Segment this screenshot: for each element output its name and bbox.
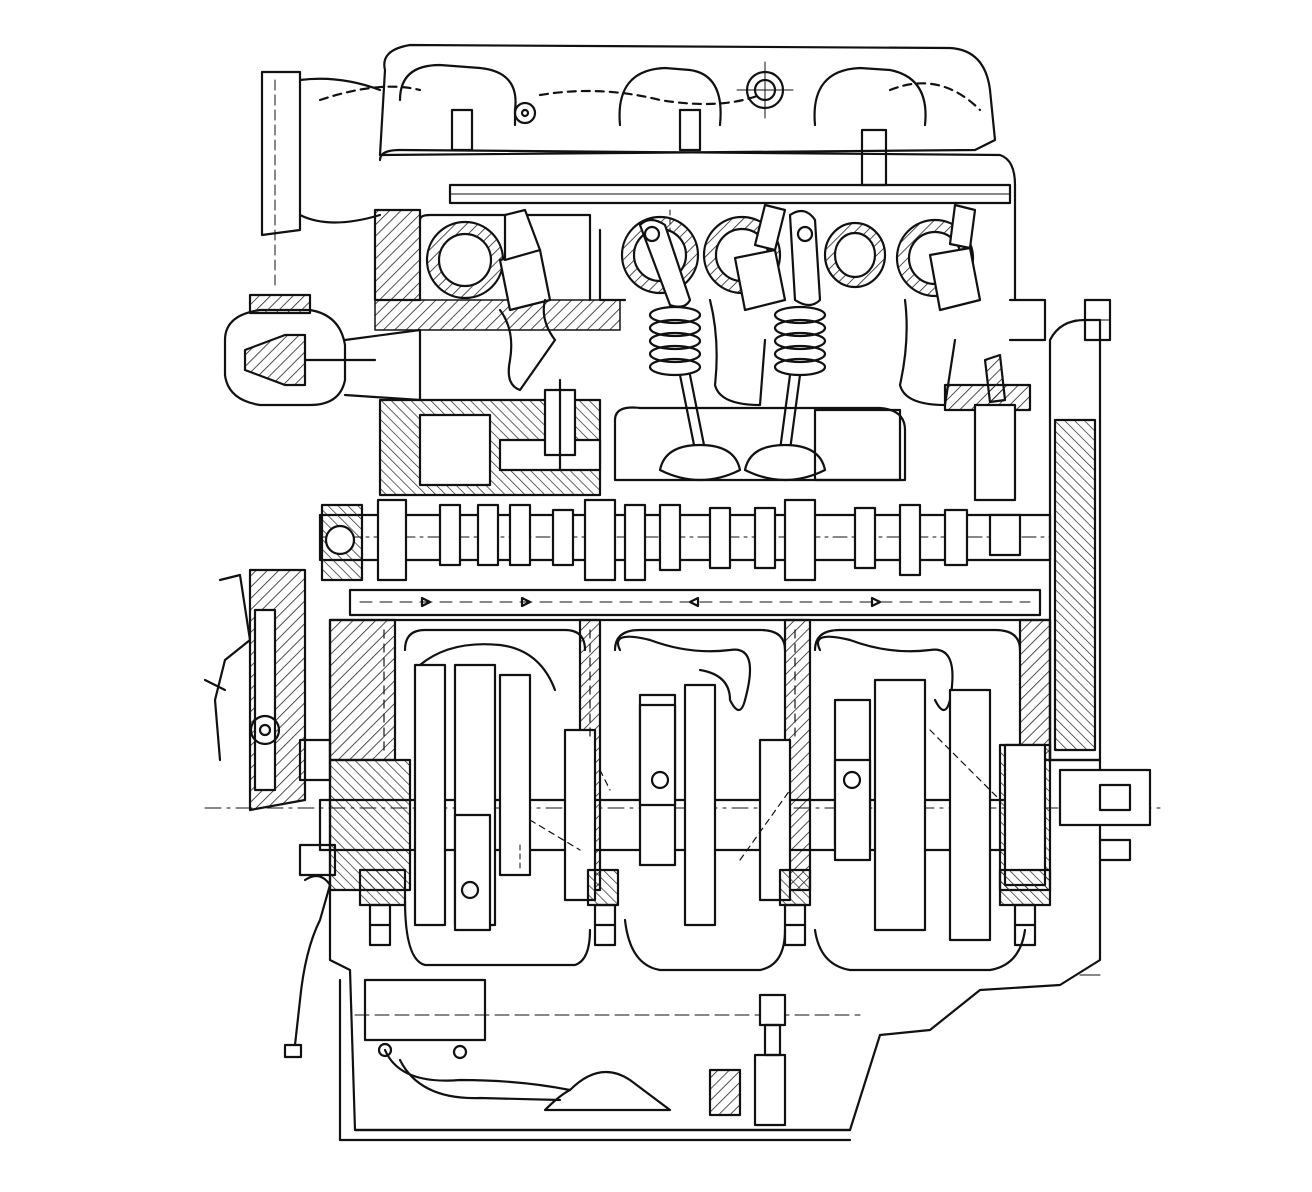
oil-level-sensor	[708, 993, 787, 1127]
intake-manifold	[318, 43, 997, 187]
camshaft	[318, 498, 1052, 582]
front-pulley	[203, 568, 332, 812]
fuel-injectors	[498, 203, 982, 312]
thermostat-housing	[223, 293, 422, 407]
valves	[658, 373, 827, 482]
sensor-wire	[283, 843, 337, 1059]
oil-pan	[338, 898, 1027, 1142]
fuel-rail	[378, 148, 1017, 302]
main-bearing-bolts	[368, 903, 1037, 947]
reference-lines	[519, 209, 1111, 976]
tappet-blocks	[378, 353, 1017, 502]
rocker-arms	[638, 209, 822, 308]
air-inlet-housing	[260, 70, 382, 291]
valve-springs	[648, 305, 827, 377]
timing-cover	[1048, 298, 1152, 862]
oil-gallery	[348, 588, 1042, 617]
crankshaft	[204, 663, 1161, 942]
oil-flow-arrows	[383, 629, 1001, 861]
exhaust-ports	[498, 298, 957, 407]
